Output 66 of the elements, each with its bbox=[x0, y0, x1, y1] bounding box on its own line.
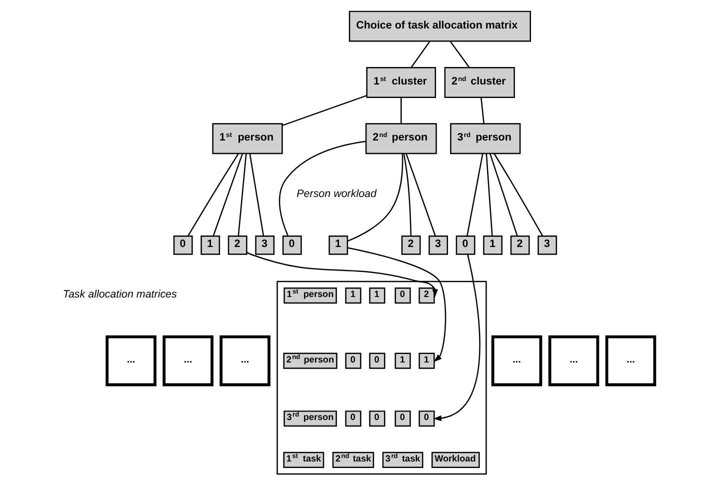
node-box: 1 bbox=[369, 288, 386, 304]
node-box: 1 bbox=[483, 235, 503, 255]
node-box: 2 bbox=[510, 235, 530, 255]
connector bbox=[406, 153, 436, 236]
node-box: 3$^{rd}$ person bbox=[284, 410, 337, 427]
node-box: 2 bbox=[401, 235, 421, 255]
node-box: 0 bbox=[369, 352, 386, 369]
node-box: ... bbox=[220, 335, 270, 386]
node-box: 0 bbox=[394, 288, 411, 304]
node-box: 2$^{nd}$ person bbox=[365, 123, 437, 154]
connector bbox=[212, 153, 244, 236]
node-box: 3$^{rd}$ person bbox=[450, 123, 521, 154]
node-box: 0 bbox=[369, 410, 386, 427]
connector bbox=[489, 153, 518, 236]
connector bbox=[403, 154, 412, 236]
connector bbox=[450, 41, 470, 68]
node-box: ... bbox=[548, 335, 600, 386]
node-box: 0 bbox=[345, 352, 362, 369]
node-box: 0 bbox=[394, 410, 411, 427]
cluster bbox=[276, 280, 487, 475]
connector bbox=[278, 140, 366, 236]
node-box: 3 bbox=[428, 235, 448, 255]
connector bbox=[238, 154, 247, 236]
node-box: 1 bbox=[394, 352, 411, 369]
node-box: 1 bbox=[345, 288, 362, 304]
node-box: 1 bbox=[200, 235, 220, 255]
connector bbox=[480, 98, 484, 124]
node-box: ... bbox=[162, 335, 214, 386]
label: Person workload bbox=[296, 188, 376, 200]
node-box: 1$^{st}$ cluster bbox=[366, 66, 436, 98]
connector bbox=[282, 94, 367, 126]
node-box: 2$^{nd}$ person bbox=[283, 352, 338, 369]
node-box: 0 bbox=[345, 410, 362, 427]
node-box: 0 bbox=[173, 235, 193, 255]
node-box: Workload bbox=[431, 452, 480, 468]
node-box: 1 bbox=[418, 352, 435, 369]
node-box: ... bbox=[106, 335, 156, 386]
arrow bbox=[246, 252, 438, 298]
connector bbox=[486, 154, 493, 236]
node-box: 1 bbox=[328, 235, 348, 255]
node-box: 3$^{rd}$ task bbox=[382, 452, 424, 468]
connector bbox=[188, 153, 239, 236]
node-box: 2$^{nd}$ task bbox=[332, 452, 374, 468]
connector bbox=[410, 41, 430, 68]
connector bbox=[466, 153, 484, 236]
node-box: 1$^{st}$ person bbox=[284, 288, 337, 304]
node-box: ... bbox=[491, 335, 542, 386]
connector bbox=[347, 154, 404, 242]
node-box: 2 bbox=[228, 235, 248, 255]
node-box: 1$^{st}$ person bbox=[212, 123, 283, 154]
node-box: 3 bbox=[255, 235, 275, 255]
connector bbox=[494, 153, 544, 236]
connector bbox=[400, 98, 402, 124]
node-box: 0 bbox=[418, 410, 435, 427]
node-box: Choice of task allocation matrix bbox=[348, 10, 531, 42]
node-box: 0 bbox=[456, 235, 476, 255]
node-box: 1$^{st}$ task bbox=[283, 452, 324, 468]
arrow bbox=[433, 254, 480, 422]
connector bbox=[249, 154, 264, 236]
node-box: 2$^{nd}$ cluster bbox=[444, 66, 515, 98]
node-box: 0 bbox=[282, 235, 302, 255]
node-box: ... bbox=[605, 335, 656, 386]
label: Task allocation matrices bbox=[62, 288, 177, 301]
node-box: 3 bbox=[538, 235, 558, 255]
node-box: 2 bbox=[418, 288, 435, 304]
arrow bbox=[347, 247, 446, 362]
